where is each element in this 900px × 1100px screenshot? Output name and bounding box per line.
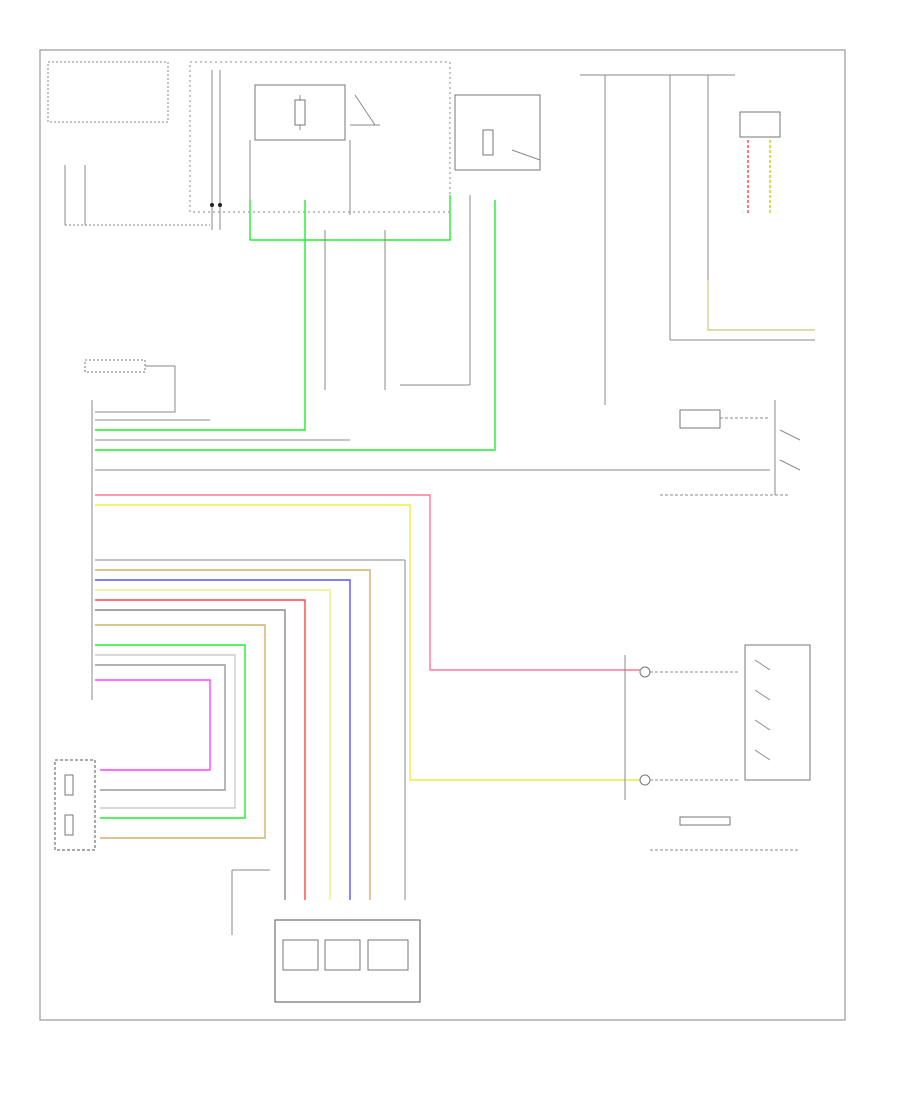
left-front-corner-sensor — [84, 359, 176, 413]
ecm-left-connector — [91, 400, 770, 700]
signal-wires — [95, 494, 640, 900]
cruise-control-switch — [624, 644, 811, 851]
fuse-box-top-left — [47, 61, 210, 226]
accelerator-pedal-sensor — [54, 759, 96, 851]
diagram-frame — [39, 49, 846, 1021]
green-wires — [95, 195, 496, 451]
fuse-box-top-right — [580, 74, 815, 405]
ecm-top-section — [189, 61, 541, 230]
throttle-body — [231, 869, 421, 1003]
brake-light-switch — [660, 400, 801, 496]
